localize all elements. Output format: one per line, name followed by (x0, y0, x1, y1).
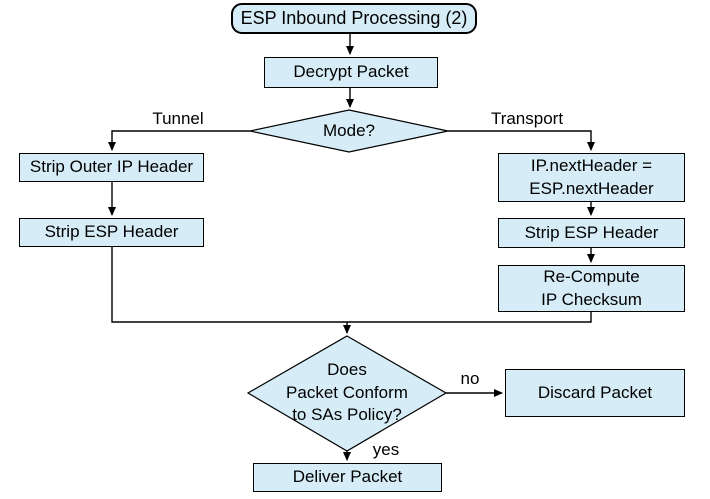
ip-nextheader-line1: IP.nextHeader = (530, 156, 653, 176)
deliver-packet-label: Deliver Packet (292, 467, 403, 487)
decrypt-packet-label: Decrypt Packet (293, 62, 409, 82)
recompute-checksum-node: Re-Compute IP Checksum (498, 265, 685, 312)
recompute-checksum-line1: Re-Compute (543, 267, 640, 287)
edge-right-merge (347, 312, 592, 323)
ip-nextheader-line2: ESP.nextHeader (529, 178, 654, 198)
recompute-checksum-line2: IP Checksum (541, 289, 642, 309)
strip-esp-header-right-label: Strip ESP Header (524, 222, 659, 242)
strip-esp-header-left-node: Strip ESP Header (19, 218, 204, 247)
mode-decision-text: Mode? (323, 120, 375, 140)
strip-outer-ip-header-node: Strip Outer IP Header (19, 153, 204, 182)
policy-decision-label: Does Packet Conform to SAs Policy? (248, 346, 446, 440)
edge-left-merge (111, 247, 347, 323)
decrypt-packet-node: Decrypt Packet (264, 57, 438, 88)
strip-outer-ip-header-label: Strip Outer IP Header (29, 157, 194, 177)
edge-mode-transport-branch (448, 130, 595, 151)
tunnel-branch-label: Tunnel (152, 109, 204, 128)
yes-branch-label: yes (372, 440, 400, 459)
transport-branch-label: Transport (490, 109, 564, 128)
policy-decision-line2: Packet Conform (286, 382, 408, 402)
start-node: ESP Inbound Processing (2) (231, 3, 477, 34)
mode-decision-diamond (249, 109, 449, 153)
strip-esp-header-left-label: Strip ESP Header (44, 222, 179, 242)
no-branch-label: no (460, 369, 480, 388)
ip-nextheader-node: IP.nextHeader = ESP.nextHeader (498, 153, 685, 202)
policy-decision-line1: Does (327, 360, 367, 380)
policy-decision-line3: to SAs Policy? (292, 405, 402, 425)
edge-mode-tunnel-branch (108, 130, 250, 151)
mode-decision-label: Mode? (250, 110, 448, 152)
discard-packet-label: Discard Packet (537, 382, 653, 402)
strip-esp-header-right-node: Strip ESP Header (498, 218, 685, 248)
deliver-packet-node: Deliver Packet (253, 463, 442, 492)
discard-packet-node: Discard Packet (505, 369, 685, 417)
start-node-label: ESP Inbound Processing (2) (240, 7, 468, 28)
